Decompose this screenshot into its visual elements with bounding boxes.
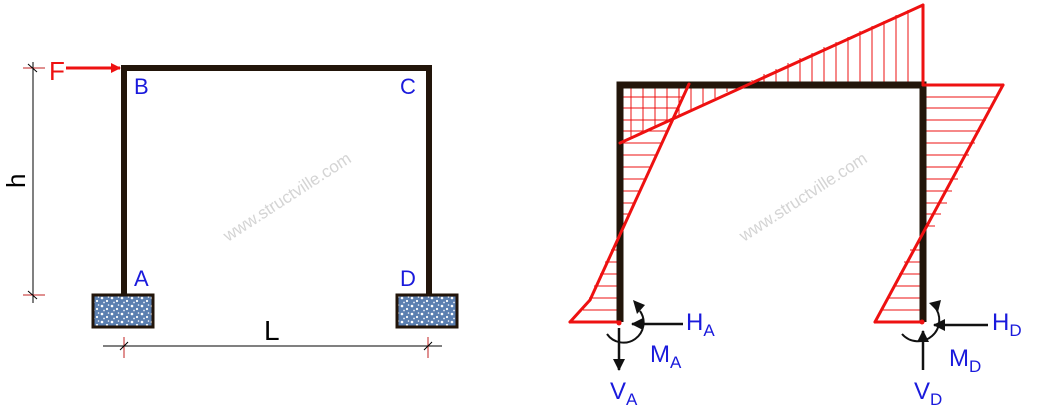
node-label-b: B: [134, 74, 149, 99]
reaction-v-d: VD: [914, 378, 942, 409]
reaction-m-d: MD: [949, 345, 981, 376]
svg-text:www.structville.com: www.structville.com: [219, 149, 355, 246]
foundation-a: [91, 293, 155, 329]
node-label-c: C: [400, 74, 416, 99]
support-d-reactions: HD MD VD: [901, 300, 1022, 409]
svg-text:www.structville.com: www.structville.com: [735, 149, 871, 246]
support-a-reactions: HA MA VA: [606, 300, 715, 409]
frame-diagram: h L F B C A D: [1, 56, 459, 358]
moment-diagram: HA MA VA HD MD VD: [568, 3, 1022, 409]
moment-outline: [568, 3, 1005, 324]
load-label: F: [49, 56, 65, 86]
height-label: h: [1, 174, 31, 188]
moment-hatching: [583, 10, 997, 311]
reaction-h-d: HD: [992, 309, 1022, 340]
foundation-d: [395, 293, 459, 329]
load-arrow: F: [49, 56, 121, 86]
moment-arc-d: [901, 305, 941, 343]
node-label-d: D: [400, 266, 416, 291]
frame-members-bmd: [616, 81, 927, 322]
moment-arc-a: [606, 310, 645, 344]
watermark-left: www.structville.com: [219, 149, 355, 246]
span-label: L: [264, 315, 280, 346]
node-label-a: A: [134, 266, 149, 291]
span-dimension: L: [103, 315, 442, 358]
height-dimension: h: [1, 62, 45, 303]
watermark-right: www.structville.com: [735, 149, 871, 246]
frame-members: [121, 65, 432, 298]
reaction-v-a: VA: [610, 378, 638, 409]
reaction-m-a: MA: [650, 341, 682, 372]
reaction-h-a: HA: [686, 309, 715, 340]
